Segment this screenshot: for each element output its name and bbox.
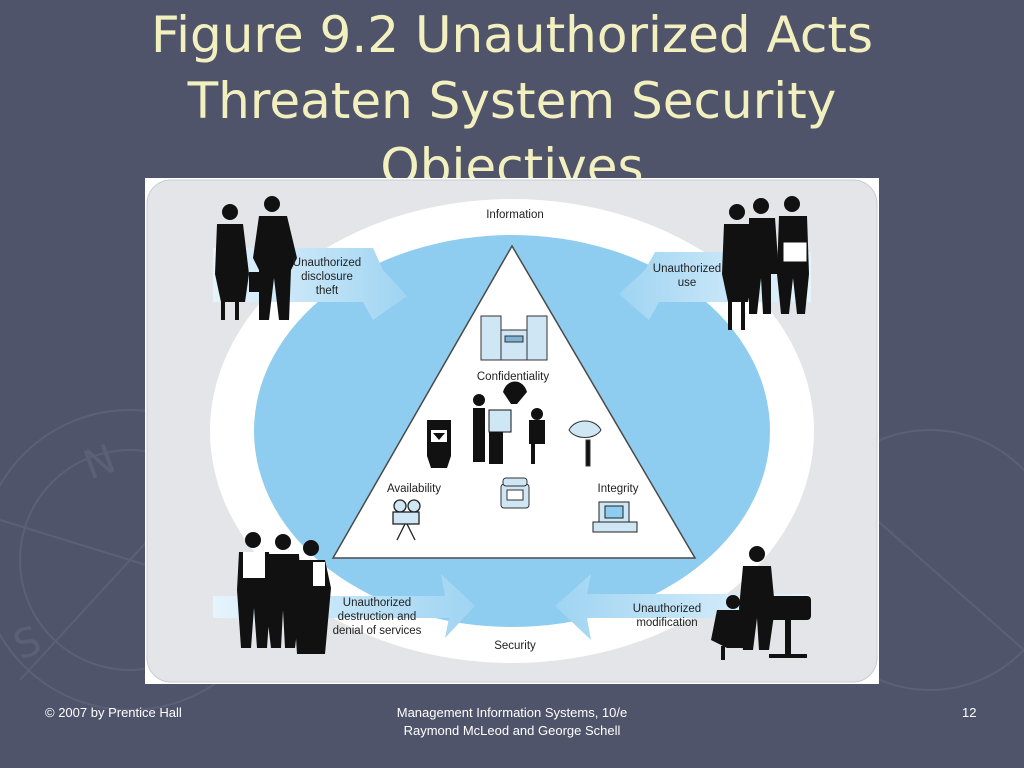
slide-number: 12 (962, 705, 977, 720)
computer-terminal-icon (592, 501, 638, 533)
label-information: Information (486, 209, 544, 221)
people-silhouettes-top-left (215, 196, 297, 320)
people-silhouettes-bottom-left (237, 532, 331, 654)
projector-camera-icon (392, 499, 421, 541)
arrow-destruction (213, 574, 475, 638)
title-line-3: Objectives (380, 138, 644, 182)
office-workers-icon (473, 381, 545, 464)
computer-cabinets-icon (480, 315, 548, 361)
label-integrity: Integrity (597, 483, 639, 495)
people-silhouettes-bottom-right (711, 546, 811, 660)
footer-copyright: © 2007 by Prentice Hall (45, 705, 182, 720)
label-availability: Availability (386, 483, 442, 495)
label-unauthorized-disclosure-theft: Unauthorized disclosure theft (292, 257, 362, 297)
slide-title: Figure 9.2 Unauthorized Acts Threaten Sy… (60, 2, 964, 182)
mailbox-icon (427, 420, 451, 468)
arrow-modification (555, 574, 809, 640)
telephone-icon (500, 477, 530, 509)
figure-drawing (146, 179, 878, 683)
label-security: Security (494, 640, 536, 652)
title-line-2: Threaten System Security (187, 72, 837, 130)
svg-text:N: N (78, 436, 122, 489)
satellite-dish-icon (568, 420, 602, 467)
label-unauthorized-destruction: Unauthorized destruction and denial of s… (332, 597, 422, 637)
people-silhouettes-top-right (722, 196, 809, 330)
label-unauthorized-modification: Unauthorized modification (632, 603, 702, 629)
security-objectives-figure: Information Security Confidentiality Ava… (145, 178, 879, 684)
label-confidentiality: Confidentiality (476, 371, 550, 383)
label-unauthorized-use: Unauthorized use (652, 263, 722, 289)
title-line-1: Figure 9.2 Unauthorized Acts (150, 6, 874, 64)
footer-book-citation: Management Information Systems, 10/e Ray… (396, 705, 628, 738)
